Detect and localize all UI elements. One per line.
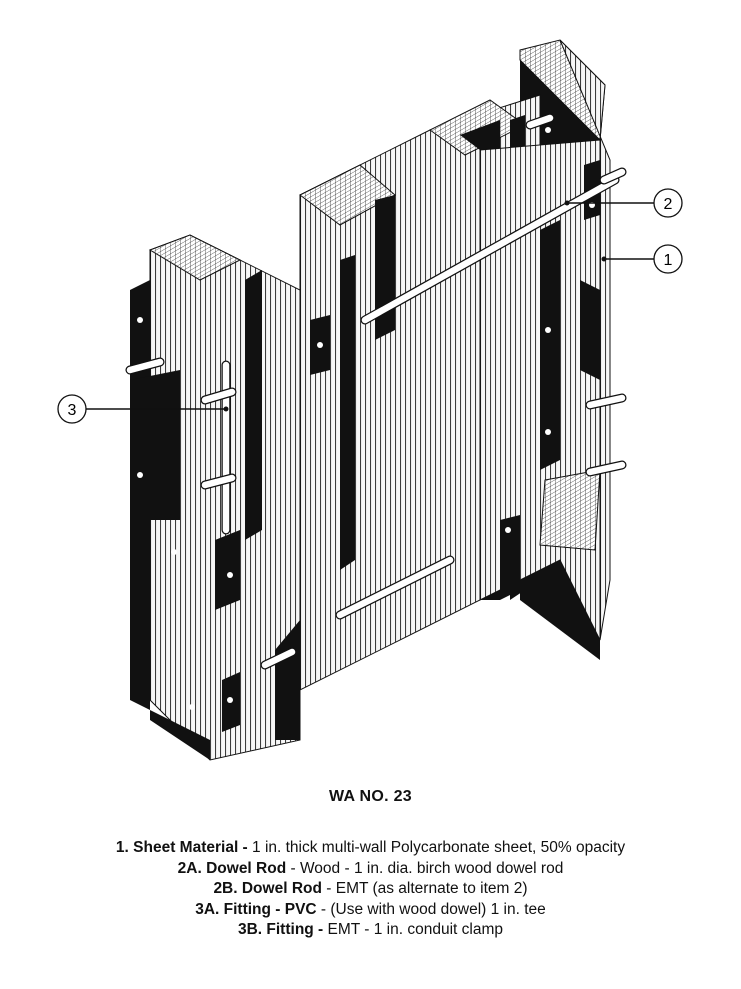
sheet-stack-right <box>479 139 601 641</box>
legend-item: 3B. Fitting - EMT - 1 in. conduit clamp <box>0 920 741 941</box>
callout-3-label: 3 <box>68 402 77 419</box>
dowel-rod <box>599 167 627 185</box>
dowel-rod <box>125 357 165 375</box>
legend-item-text: 1 in. thick multi-wall Polycarbonate she… <box>247 839 626 856</box>
legend-item: 2B. Dowel Rod - EMT (as alternate to ite… <box>0 879 741 900</box>
callout-2-label: 2 <box>664 196 673 213</box>
legend-item-text: EMT - 1 in. conduit clamp <box>323 921 503 939</box>
dowel-rod <box>585 393 627 410</box>
callout-2: 2 <box>564 188 683 218</box>
drawing-title: WA NO. 23 <box>328 788 412 805</box>
dowel-rod <box>525 113 555 130</box>
material-legend: 1. Sheet Material - 1 in. thick multi-wa… <box>0 838 741 941</box>
legend-item: 2A. Dowel Rod - Wood - 1 in. dia. birch … <box>0 859 741 880</box>
dowel-rods <box>125 113 627 670</box>
legend-item-key: 2B. Dowel Rod <box>213 880 322 898</box>
tee-fitting-assembly <box>200 360 237 535</box>
legend-item-key: 2A. Dowel Rod <box>177 859 287 877</box>
legend-item-key: 1. Sheet Material - <box>115 839 248 856</box>
legend-item-text: - Wood - 1 in. dia. birch wood dowel rod <box>286 859 564 877</box>
callout-1: 1 <box>601 244 683 274</box>
legend-item-text: - (Use with wood dowel) 1 in. tee <box>316 900 546 918</box>
dowel-rod <box>335 555 455 620</box>
axonometric-wall-drawing: 1 2 3 <box>57 39 683 761</box>
legend-item-key: 3B. Fitting - <box>237 921 324 939</box>
legend-item: 3A. Fitting - PVC - (Use with wood dowel… <box>0 900 741 921</box>
dowel-rod <box>260 647 297 670</box>
callout-3: 3 <box>57 394 229 424</box>
dowel-rod <box>585 460 627 477</box>
callout-1-label: 1 <box>664 252 673 269</box>
legend-item-key: 3A. Fitting - PVC <box>195 900 317 918</box>
legend-item: 1. Sheet Material - 1 in. thick multi-wa… <box>0 838 741 859</box>
sheet-stack-front <box>130 234 330 761</box>
legend-item-text: - EMT (as alternate to item 2) <box>321 880 528 898</box>
